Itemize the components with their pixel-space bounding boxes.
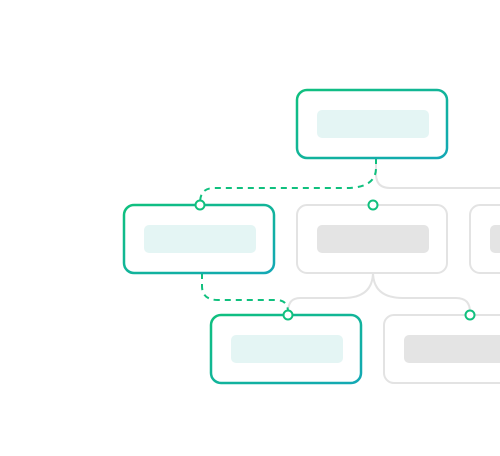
connector-middle-child-to-right-grandchild [372, 271, 471, 313]
connector-middle-child-to-grandchildren [287, 271, 374, 313]
node-left-grandchild[interactable] [209, 313, 363, 385]
node-left-child[interactable] [122, 203, 276, 275]
node-right-child-frame [469, 204, 500, 274]
node-left-child-content-bar [144, 225, 256, 253]
node-right-grandchild-content-bar [404, 335, 500, 363]
connector-root-to-left-child [199, 158, 377, 204]
highlighted-connectors [199, 158, 377, 313]
port-left-grandchild-top [282, 309, 294, 321]
node-middle-child-content-bar [317, 225, 429, 253]
node-left-grandchild-content-bar [231, 335, 343, 363]
node-right-child[interactable] [469, 204, 500, 274]
node-middle-child[interactable] [296, 204, 448, 274]
connection-ports [194, 199, 476, 321]
node-root[interactable] [295, 88, 449, 160]
port-right-grandchild-top [464, 309, 476, 321]
node-right-grandchild[interactable] [383, 314, 500, 384]
connector-left-child-to-left-grandchild [201, 273, 289, 313]
port-left-child-top [194, 199, 206, 211]
connector-root-to-right-child [375, 158, 500, 189]
node-right-child-content-bar [490, 225, 500, 253]
port-middle-child-top [367, 199, 379, 211]
node-root-content-bar [317, 110, 429, 138]
